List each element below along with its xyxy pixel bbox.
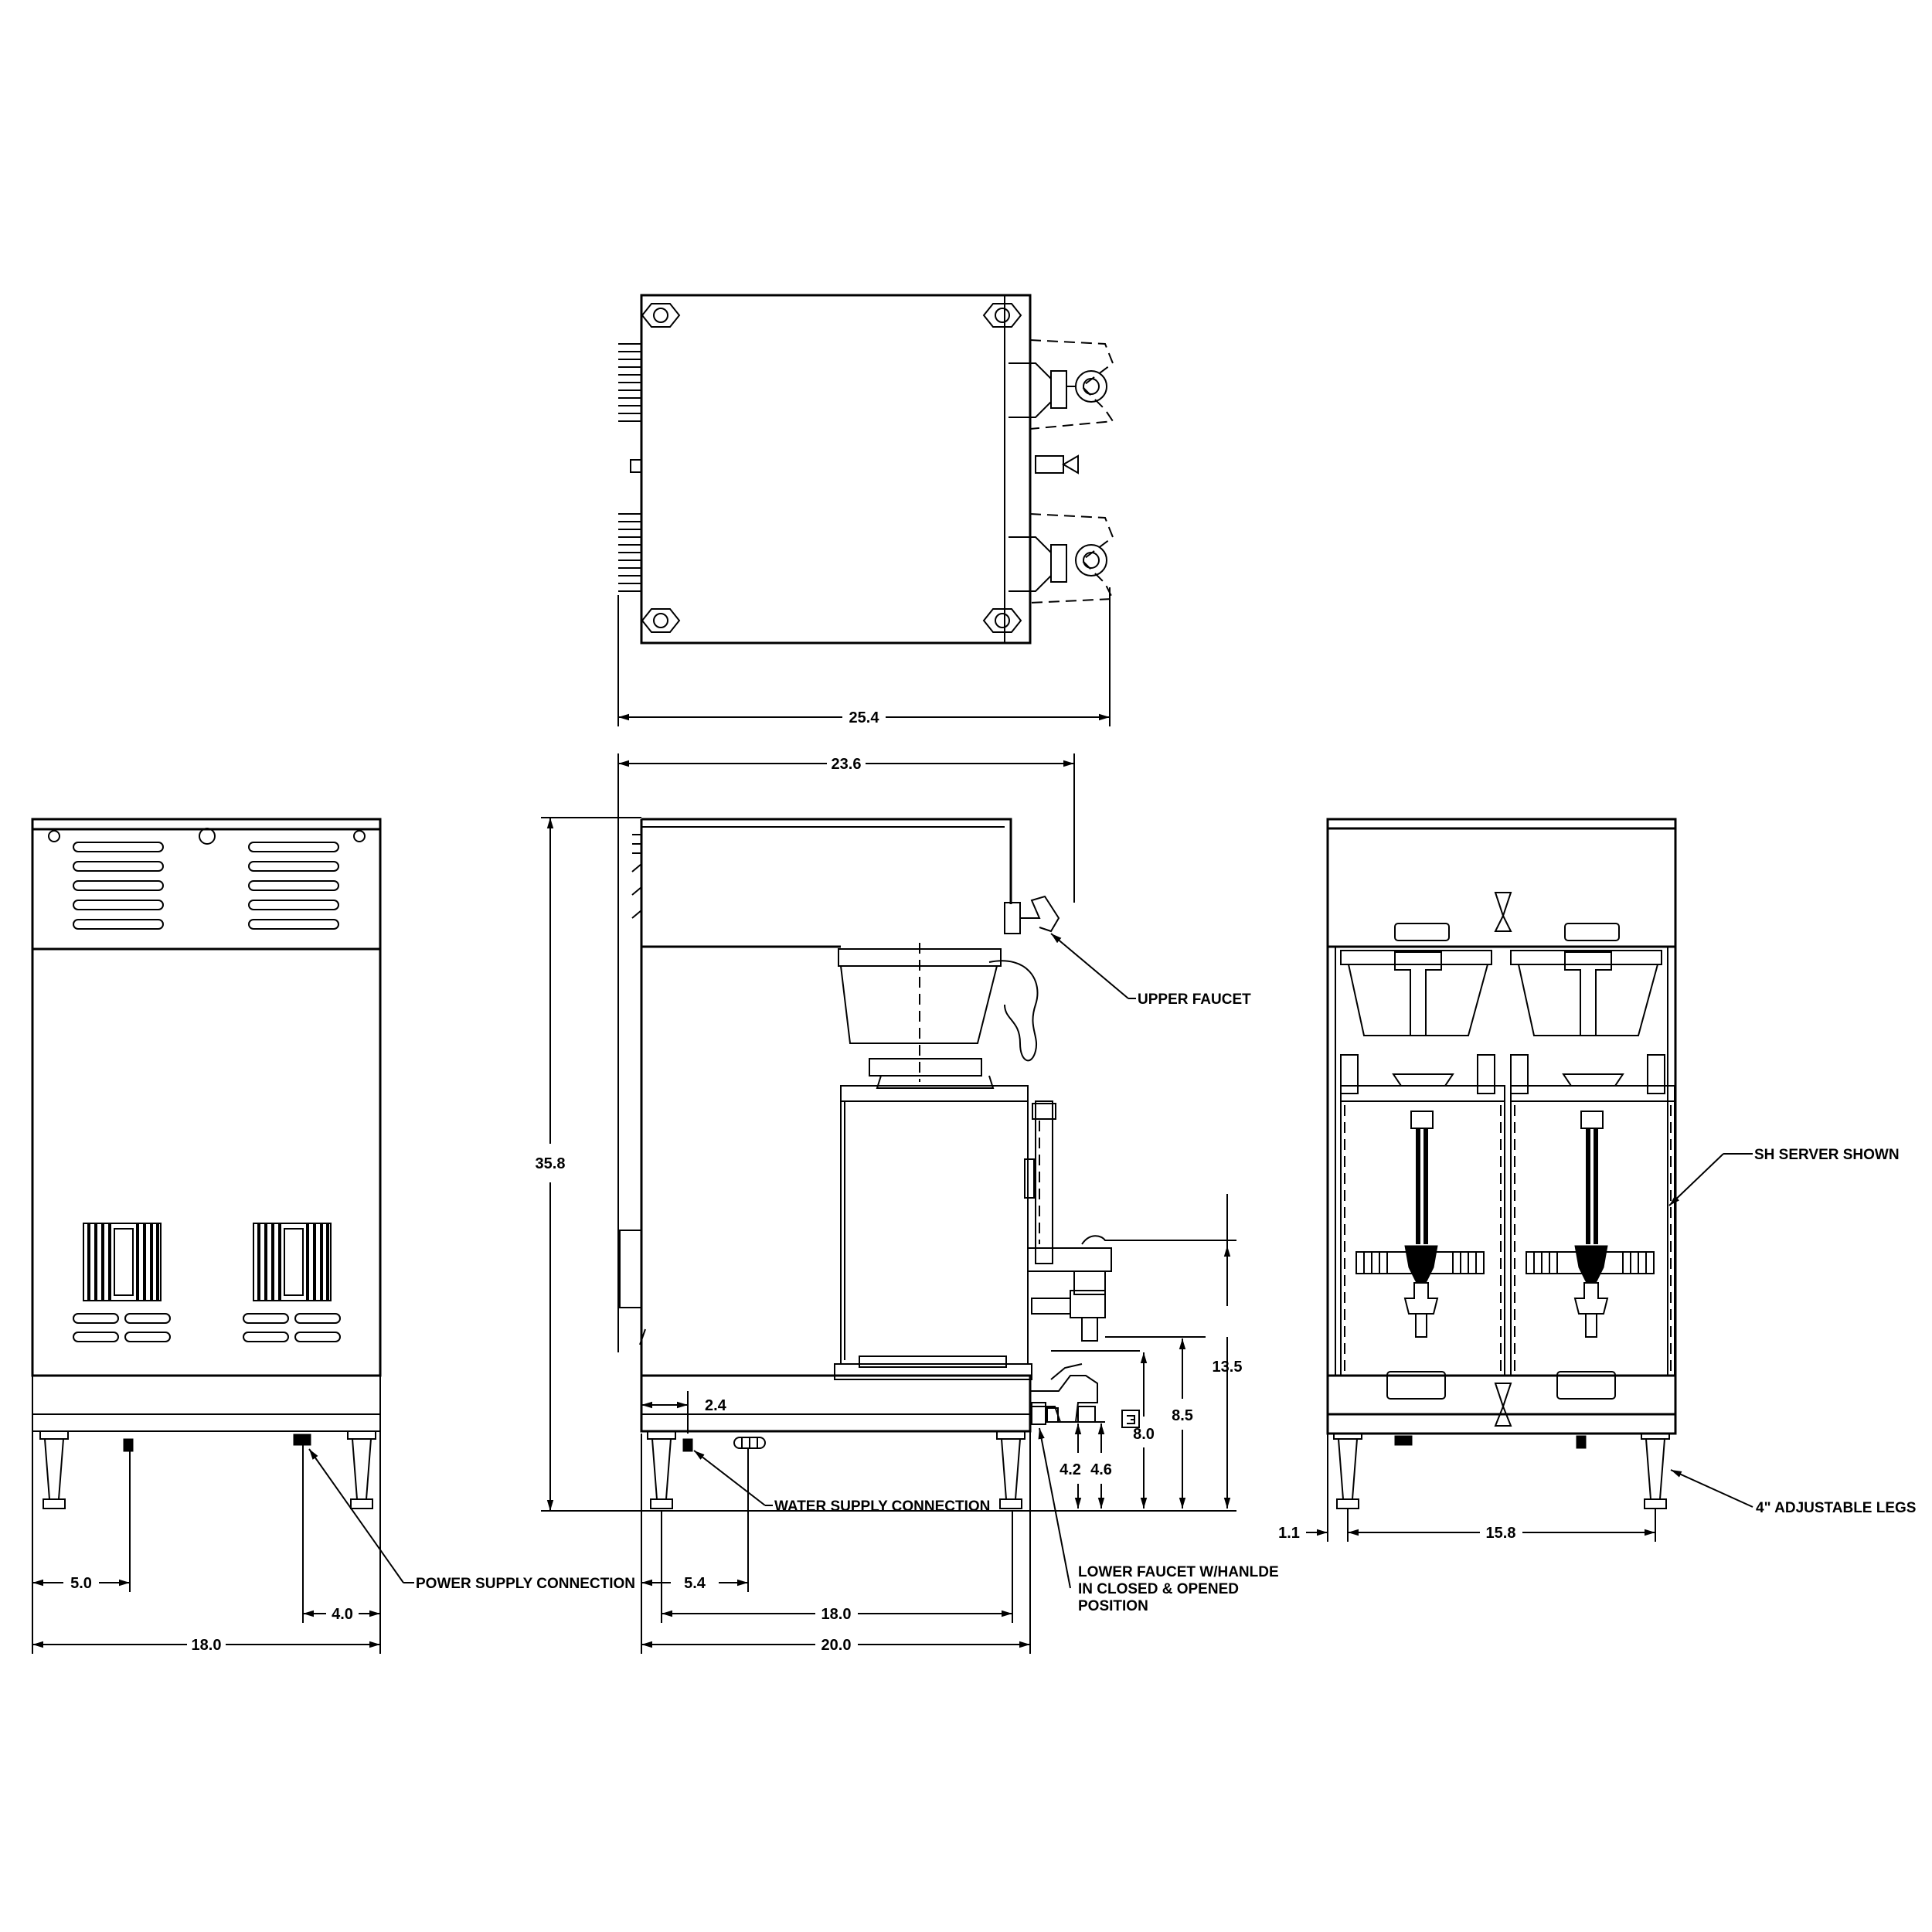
top-width-dim: 25.4 — [849, 709, 880, 726]
front-edge-dim: 1.1 — [1278, 1525, 1300, 1542]
side-overall-depth-dim: 20.0 — [821, 1637, 852, 1654]
side-h-4-2: 4.2 — [1060, 1461, 1081, 1478]
lower-faucet-label-2: IN CLOSED & OPENED — [1078, 1581, 1239, 1597]
rear-width-dim: 18.0 — [192, 1637, 222, 1654]
lower-faucet-label-1: LOWER FAUCET W/HANLDE — [1078, 1564, 1279, 1580]
water-supply-label: WATER SUPPLY CONNECTION — [774, 1498, 990, 1515]
side-height-dim: 35.8 — [536, 1155, 566, 1172]
side-depth-dim: 23.6 — [832, 756, 862, 773]
side-leg-span-dim: 18.0 — [821, 1606, 852, 1623]
side-h-8-5: 8.5 — [1172, 1407, 1193, 1424]
side-h-8-0: 8.0 — [1133, 1426, 1155, 1443]
side-h-4-6: 4.6 — [1090, 1461, 1112, 1478]
legs-label: 4" ADJUSTABLE LEGS — [1756, 1500, 1916, 1516]
side-base-offset-dim: 2.4 — [705, 1397, 727, 1414]
front-view: 1.1 15.8 SH SERVER SHOWN 4" ADJUSTABLE L… — [1278, 818, 1916, 1542]
server-label: SH SERVER SHOWN — [1754, 1147, 1900, 1163]
front-leg-span-dim: 15.8 — [1486, 1525, 1516, 1542]
upper-faucet-label: UPPER FAUCET — [1138, 992, 1251, 1008]
rear-offset-left-dim: 5.0 — [70, 1575, 92, 1592]
lower-faucet-label-3: POSITION — [1078, 1598, 1148, 1614]
side-view: 23.6 35.8 2.4 WATER SUPPLY CONNECTION 5.… — [536, 753, 1279, 1654]
side-h-13-5: 13.5 — [1213, 1359, 1243, 1376]
rear-offset-right-dim: 4.0 — [332, 1606, 353, 1623]
side-water-offset-dim: 5.4 — [684, 1575, 706, 1592]
top-view: 25.4 — [617, 294, 1114, 726]
power-supply-label: POWER SUPPLY CONNECTION — [416, 1576, 635, 1592]
rear-view: 5.0 4.0 18.0 POWER SUPPLY CONNECTION — [31, 818, 635, 1654]
